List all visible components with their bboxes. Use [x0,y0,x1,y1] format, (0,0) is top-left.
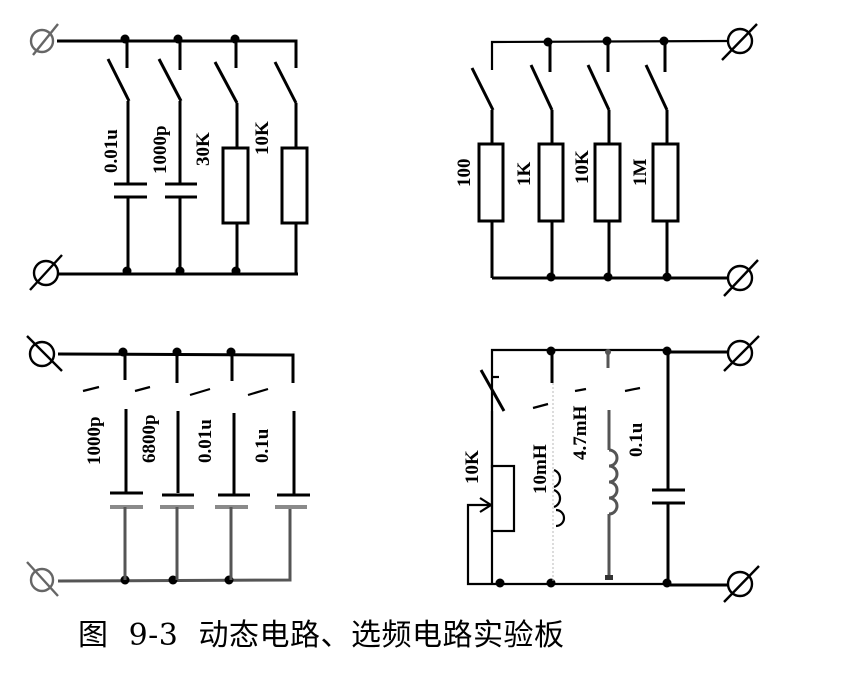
junction-dot [172,347,182,357]
branch-capacitor-1000p: 1000p [150,41,197,274]
resistor-body [280,146,309,225]
inductor-coil [553,468,566,528]
switch-blade-mark [189,387,211,397]
junction-dot [495,578,505,588]
resistor-body [593,142,622,223]
label-10K: 10K [572,150,593,184]
terminal-bottom-right-upper [723,335,760,372]
switch-blade [470,67,495,111]
label-1K: 1K [514,162,535,187]
potentiometer-body [490,464,516,533]
switch-blade [529,64,554,111]
panel-bottom-left: 1000p 6800p 0.01u 0.1u [26,335,310,597]
label-1000p: 1000p [150,125,171,174]
wiper-arrow [479,497,494,513]
switch-blade [106,58,131,102]
resistor-body [477,142,505,223]
label-4.7mH: 4.7mH [570,405,591,460]
panel-top-right: 100 1K 10K 1M [454,23,759,297]
switch-blade [157,58,183,102]
branch-resistor-10K-b: 10K [572,42,622,278]
switch-blade [213,61,239,104]
branch-resistor-10K: 10K [252,61,309,274]
panel-top-left: 0.01u 1000p 30K 10K [29,23,309,291]
terminal-top-left-upper [29,23,59,56]
junction-dot [546,578,556,588]
branch-resistor-1K: 1K [514,42,565,278]
branch-resistor-30K: 30K [193,41,250,274]
top-bus [490,39,729,70]
label-1000p: 1000p [84,416,105,465]
label-6800p: 6800p [139,414,160,463]
label-10K: 10K [462,450,483,484]
terminal-top-right-lower [723,259,759,297]
terminal-bottom-right-lower [723,565,760,603]
top-bus [57,352,295,383]
switch-blade-mark [532,402,549,410]
branch-capacitor-0.01u-b: 0.01u [189,354,250,580]
panel-bottom-right: 10K 10mH 4.7mH 0.1u [462,335,760,603]
branch-potentiometer-10K: 10K [462,369,516,586]
label-0.01u: 0.01u [195,419,216,463]
branch-resistor-100: 100 [454,67,505,278]
label-30K: 30K [193,132,214,166]
switch-blade [586,64,611,111]
switch-blade [644,64,669,111]
label-10K: 10K [252,121,273,155]
branch-capacitor-0.01u: 0.01u [101,41,147,274]
switch-blade [479,369,506,412]
label-100: 100 [454,159,475,188]
switch-blade-mark [134,385,151,393]
branch-inductor-4.7mH: 4.7mH [570,349,619,580]
branch-inductor-10mH: 10mH [530,351,566,583]
switch-blade-mark [624,386,641,393]
label-0.01u: 0.01u [101,129,122,173]
label-0.1u: 0.1u [252,428,273,463]
top-bus [57,39,298,68]
junction-dot [168,575,178,585]
wiper [466,503,492,586]
label-10mH: 10mH [530,444,551,494]
branch-capacitor-0.1u-b: 0.1u [624,351,685,584]
branch-capacitor-0.1u: 0.1u [247,387,310,509]
terminal-bottom-left-upper [26,335,63,372]
branch-capacitor-6800p: 6800p [134,354,194,580]
terminal-top-left-lower [29,254,63,291]
branch-resistor-1M: 1M [630,42,680,278]
resistor-body [221,146,250,225]
resistor-body [537,142,565,223]
branch-capacitor-1000p-b: 1000p [82,354,143,580]
inductor-coil [608,448,619,516]
switch-blade [273,61,298,104]
switch-blade-mark [574,387,587,393]
figure-caption: 图 9-3 动态电路、选频电路实验板 [78,618,565,653]
label-1M: 1M [630,159,651,187]
switch-blade-mark [82,385,100,393]
terminal-bottom-left-lower [26,561,59,597]
bottom-bus [57,506,292,583]
label-0.1u: 0.1u [626,422,647,457]
switch-blade-mark [247,387,269,397]
resistor-body [651,142,680,223]
